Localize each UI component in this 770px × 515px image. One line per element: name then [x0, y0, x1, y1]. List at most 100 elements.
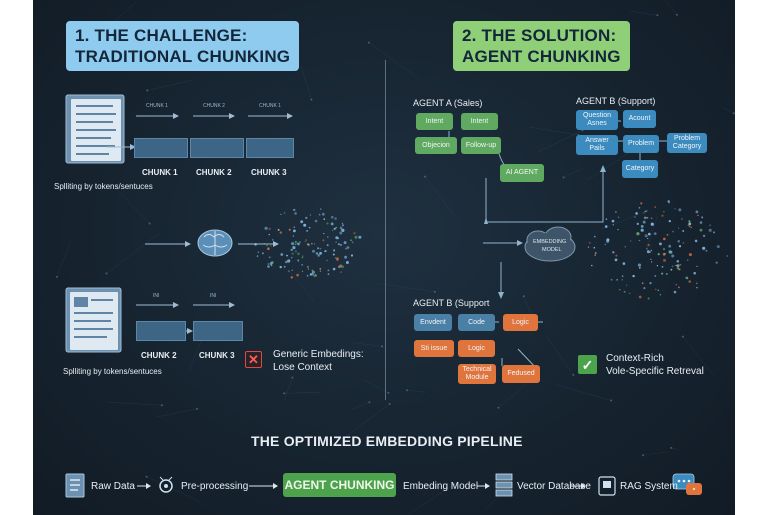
challenge-result-line1: Generic Embedings:	[273, 349, 364, 360]
agent-a-node-intent-2: Intent	[461, 113, 498, 130]
particle	[290, 276, 293, 279]
agent-b2-node-logic-1: Logic	[503, 314, 538, 331]
particle	[650, 217, 653, 220]
network-line	[363, 379, 389, 394]
agent-a-node-intent-1: Intent	[416, 113, 453, 130]
network-node	[160, 404, 163, 407]
network-node	[406, 389, 409, 392]
particle	[663, 211, 665, 213]
particle	[626, 284, 628, 286]
network-node	[522, 295, 525, 298]
particle	[669, 250, 673, 254]
particle	[695, 210, 699, 214]
particle	[713, 231, 715, 234]
particle	[593, 246, 596, 249]
particle	[322, 239, 325, 242]
particle	[661, 266, 664, 268]
network-line	[664, 0, 678, 15]
particle	[320, 208, 322, 210]
network-node	[387, 391, 390, 394]
particle	[303, 223, 307, 227]
particle	[290, 256, 293, 259]
particle	[319, 247, 322, 250]
particle	[327, 269, 330, 272]
particle	[682, 230, 685, 232]
particle	[617, 228, 619, 231]
network-node	[196, 407, 199, 410]
particle	[319, 251, 322, 255]
particle	[650, 249, 653, 252]
particle	[701, 216, 704, 219]
particle	[696, 265, 698, 267]
particle	[643, 216, 647, 220]
particle	[331, 229, 334, 232]
particle	[268, 227, 271, 230]
particle	[638, 267, 641, 269]
particle	[676, 267, 679, 270]
particle	[293, 208, 296, 212]
challenge-title-line2: TRADITIONAL CHUNKING	[75, 47, 291, 66]
particle	[301, 257, 303, 259]
particle	[664, 253, 666, 255]
particle	[675, 264, 677, 267]
particle	[326, 222, 329, 225]
network-line	[288, 270, 315, 302]
particle	[341, 228, 345, 232]
cloud-icon	[524, 226, 576, 262]
particle	[657, 253, 660, 256]
pipeline-icons	[65, 473, 702, 498]
network-node	[453, 483, 455, 486]
particle	[323, 218, 326, 221]
particle	[317, 247, 320, 250]
gear-icon	[159, 476, 173, 493]
particle	[257, 251, 260, 253]
particle	[678, 268, 681, 271]
particle	[332, 267, 336, 271]
agent-b-node-account: Acount	[623, 110, 656, 128]
particle	[317, 253, 321, 257]
document-icon-2	[65, 287, 122, 353]
particle	[678, 208, 682, 212]
challenge-result-line2: Lose Context	[273, 362, 332, 373]
particle	[655, 288, 657, 290]
pipeline-step-pre-processing: Pre-processing	[181, 481, 249, 492]
network-node	[732, 112, 735, 115]
particle	[300, 220, 304, 224]
challenge-title-line1: 1. THE CHALLENGE:	[75, 26, 248, 45]
network-line	[188, 335, 204, 371]
particle	[705, 249, 708, 252]
network-line	[300, 65, 312, 100]
network-node	[287, 270, 290, 273]
particle	[617, 216, 620, 219]
cross-icon: ✕	[245, 351, 262, 368]
particle	[319, 268, 322, 270]
network-node	[424, 175, 427, 178]
embedding-model-line1: EMBEDDING	[533, 239, 567, 245]
agent-a-label: AGENT A (Sales)	[413, 98, 483, 108]
particle	[301, 264, 303, 266]
particle	[594, 254, 596, 256]
particle	[612, 251, 615, 254]
solution-title-line1: 2. THE SOLUTION:	[462, 26, 617, 45]
agent-b2-node-code: Code	[458, 314, 495, 331]
particle	[679, 263, 682, 266]
section-divider	[385, 60, 386, 400]
particle	[672, 230, 674, 233]
particle	[636, 232, 640, 236]
network-line	[377, 283, 435, 293]
agent-b-node-problem-category: Problem Category	[667, 133, 707, 153]
network-node	[656, 14, 659, 17]
network-line	[529, 127, 579, 136]
agent-b-node-category: Category	[622, 160, 658, 178]
particle	[297, 243, 300, 246]
particle	[641, 282, 644, 285]
particle	[267, 265, 270, 268]
particle	[622, 262, 626, 265]
particle	[650, 261, 653, 263]
particle	[715, 261, 718, 264]
particle	[668, 202, 670, 204]
particle	[632, 274, 635, 278]
network-line	[107, 401, 162, 406]
chunk-bar-2	[190, 138, 244, 158]
chat-icon	[672, 473, 702, 495]
